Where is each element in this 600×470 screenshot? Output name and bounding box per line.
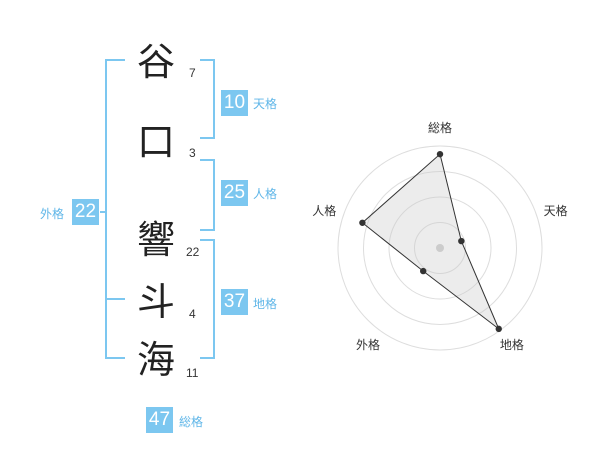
radar-ring-3: [363, 171, 517, 325]
jinkaku-bracket-vertical: [213, 159, 215, 231]
stroke-count-3: 22: [186, 245, 200, 259]
name-char-4: 斗: [136, 280, 175, 324]
radar-axis-label-2: 天格: [544, 203, 568, 218]
radar-point-5: [359, 219, 366, 226]
gaikaku-bracket-bottom: [105, 357, 125, 359]
tenkaku-label: 天格: [253, 97, 278, 111]
jinkaku-label: 人格: [253, 187, 278, 201]
stroke-count-1: 7: [189, 66, 196, 80]
radar-ring-1: [414, 222, 466, 274]
name-char-2: 口: [136, 120, 175, 164]
radar-axis-label-5: 人格: [312, 203, 336, 218]
gaikaku-connector: [100, 211, 106, 213]
chikaku-bracket-vertical: [213, 239, 215, 359]
soukaku-badge: 47: [146, 407, 173, 433]
radar-point-3: [495, 325, 502, 333]
radar-axis-label-1: 総格: [428, 120, 452, 135]
tenkaku-bracket-vertical: [213, 59, 215, 139]
radar-point-2: [458, 237, 465, 245]
tenkaku-bracket-bottom: [200, 137, 214, 139]
tenkaku-bracket-top: [200, 59, 214, 61]
radar-ring-4: [337, 145, 543, 351]
name-char-1: 谷: [136, 40, 175, 84]
chikaku-bracket-top: [200, 239, 214, 241]
jinkaku-badge: 25: [221, 180, 248, 206]
radar-axis-label-4: 外格: [356, 337, 380, 352]
gaikaku-label: 外格: [40, 207, 65, 221]
radar-area: [361, 153, 500, 331]
radar-ring-2: [388, 196, 492, 300]
jinkaku-bracket-top: [200, 159, 214, 161]
jinkaku-bracket-bottom: [200, 229, 214, 231]
gaikaku-bracket-mid: [105, 298, 125, 300]
radar-center: [436, 244, 444, 252]
chikaku-badge: 37: [221, 289, 248, 315]
radar-axis-label-3: 地格: [500, 337, 524, 352]
name-char-3: 響: [136, 218, 175, 262]
gaikaku-bracket-top: [105, 59, 125, 61]
gaikaku-bracket-vertical: [105, 59, 107, 359]
stroke-count-2: 3: [189, 146, 196, 160]
stroke-count-5: 11: [186, 366, 199, 380]
radar-point-1: [436, 150, 444, 158]
gaikaku-badge: 22: [72, 199, 99, 225]
chikaku-bracket-bottom: [200, 357, 214, 359]
stroke-count-4: 4: [189, 307, 196, 321]
name-char-5: 海: [136, 338, 175, 382]
radar-point-4: [420, 267, 427, 275]
soukaku-label: 総格: [179, 415, 204, 429]
chikaku-label: 地格: [253, 297, 278, 311]
tenkaku-badge: 10: [221, 90, 248, 116]
